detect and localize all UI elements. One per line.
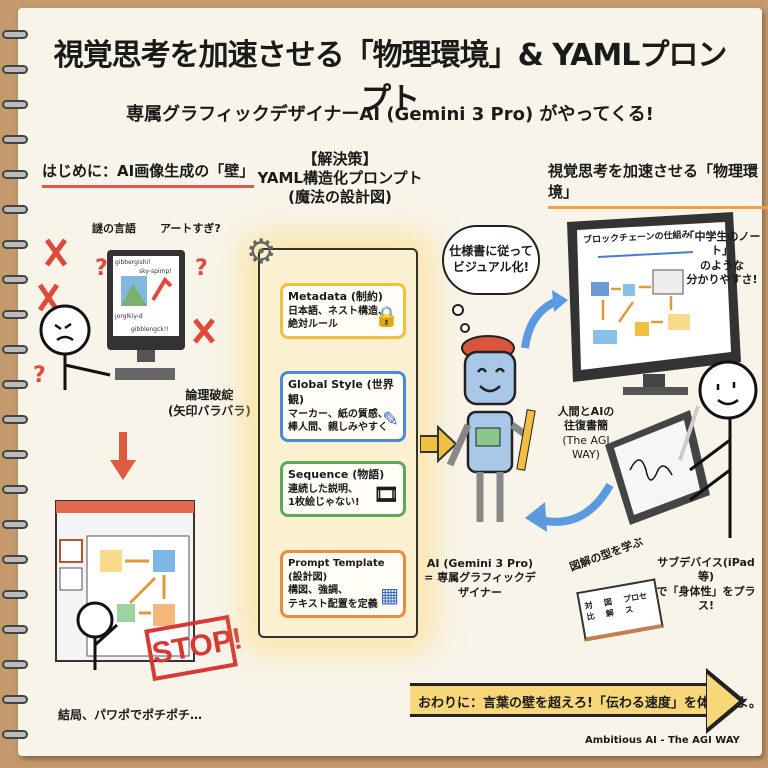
person-with-tablet-illustration bbox=[605, 360, 758, 538]
box-line: 連続した説明、 bbox=[288, 483, 358, 495]
curved-arrow-back-icon bbox=[525, 482, 614, 532]
book-word: 図解 bbox=[603, 597, 615, 619]
heading-yaml: YAML構造化プロンプト bbox=[257, 168, 423, 187]
book-word: 対比 bbox=[584, 600, 596, 622]
device-line-1: サブデバイス(iPad等) bbox=[657, 556, 755, 584]
slide-software-window bbox=[55, 500, 195, 670]
svg-text:?: ? bbox=[95, 256, 108, 281]
note-label: 「中学生のノート」 のような 分かりやすさ! bbox=[680, 230, 764, 287]
gibberish-2: sky-spimp! bbox=[139, 268, 172, 275]
box-sequence: Sequence (物語) 連続した説明、 1枚絵じゃない! 🎞 bbox=[280, 461, 406, 517]
x-mark-icon bbox=[37, 238, 215, 344]
box-line: 日本語、ネスト構造、 bbox=[288, 305, 388, 317]
left-caption: 結局、パワポでポチポチ… bbox=[58, 708, 203, 722]
label-mystery-language: 謎の言語 bbox=[92, 222, 136, 235]
yaml-scroll: Metadata (制約) 日本語、ネスト構造、 絶対ルール 🔒 Global … bbox=[258, 248, 418, 638]
conclusion-arrow: おわりに：言葉の壁を超えろ!「伝わる速度」を体感せよ。 bbox=[410, 683, 762, 717]
pencil-icon bbox=[516, 409, 536, 471]
box-line: 構図、強調、 bbox=[288, 585, 348, 596]
center-heading: 【解決策】 YAML構造化プロンプト (魔法の設計図) bbox=[255, 150, 425, 206]
right-heading: 視覚思考を加速させる「物理環境」 bbox=[548, 160, 768, 209]
keyboard-icon bbox=[115, 368, 175, 380]
box-global-style: Global Style (世界観) マーカー、紙の質感、 棒人間、親しみやすく… bbox=[280, 371, 406, 442]
gibberish-3: jorglkiy-d bbox=[114, 313, 143, 320]
stylus-icon bbox=[678, 405, 700, 461]
heading-blueprint: (魔法の設計図) bbox=[288, 187, 392, 206]
device-label: サブデバイス(iPad等) で「身体性」をプラス! bbox=[650, 556, 762, 613]
thought-line-1: 仕様書に従って bbox=[449, 244, 533, 258]
logic-line-2: (矢印バラバラ) bbox=[168, 403, 251, 418]
gear-icon: ⚙ bbox=[246, 232, 277, 272]
down-arrow-icon bbox=[110, 432, 136, 480]
svg-text:?: ? bbox=[33, 363, 46, 388]
question-mark-icon: ??? bbox=[33, 256, 208, 388]
pen-icon: ✎ bbox=[382, 406, 399, 431]
main-title: 視覚思考を加速させる「物理環境」& YAMLプロンプト bbox=[53, 38, 728, 117]
curved-arrow-up-icon bbox=[521, 290, 568, 349]
ai-line-2: = 専属グラフィックデザイナー bbox=[424, 571, 536, 599]
box-metadata: Metadata (制約) 日本語、ネスト構造、 絶対ルール 🔒 bbox=[280, 283, 406, 339]
subtitle: 専属グラフィックデザイナーAI (Gemini 3 Pro) がやってくる! bbox=[126, 104, 654, 125]
ai-line-1: AI (Gemini 3 Pro) bbox=[426, 557, 534, 570]
label-too-artsy: アートすぎ? bbox=[160, 222, 221, 235]
lock-icon: 🔒 bbox=[374, 303, 399, 328]
box-line: テキスト配置を定義 bbox=[288, 598, 378, 610]
credit: Ambitious AI - The AGI WAY bbox=[585, 735, 740, 746]
heading-solution: 【解決策】 bbox=[302, 150, 378, 168]
film-icon: 🎞 bbox=[373, 481, 399, 506]
thought-line-2: ビジュアル化! bbox=[452, 259, 530, 274]
box-line: 1枚絵じゃない! bbox=[288, 497, 360, 509]
label-logic-breakdown: 論理破綻 (矢印バラバラ) bbox=[168, 388, 251, 419]
box-title: Prompt Template (設計図) bbox=[288, 558, 385, 583]
exchange-line-2: 往復書簡 bbox=[564, 419, 608, 433]
left-heading: はじめに：AI画像生成の「壁」 bbox=[42, 160, 255, 188]
exchange-line-1: 人間とAIの bbox=[557, 405, 615, 418]
box-title: Global Style (世界観) bbox=[288, 378, 394, 406]
box-title: Sequence (物語) bbox=[288, 468, 385, 481]
exchange-label: 人間とAIの 往復書簡 (The AGI WAY) bbox=[556, 405, 616, 462]
right-arrow-icon bbox=[420, 425, 458, 463]
logic-line-1: 論理破綻 bbox=[185, 388, 234, 402]
svg-text:?: ? bbox=[195, 256, 208, 281]
gibberish-4: gibblengck!! bbox=[131, 326, 169, 333]
note-line-1: 「中学生のノート」 bbox=[683, 230, 761, 258]
gibberish-1: gibbergishi! bbox=[115, 259, 151, 266]
note-line-3: 分かりやすさ! bbox=[686, 272, 758, 286]
confused-user-illustration: ??? gibbergishi! sky-spimp! jorglkiy-d g… bbox=[33, 238, 215, 390]
robot-designer-illustration bbox=[446, 304, 536, 522]
stick-figure-head bbox=[76, 601, 114, 639]
box-line: 棒人間、親しみやすく bbox=[288, 422, 388, 434]
blueprint-icon: ▦ bbox=[380, 583, 399, 607]
box-line: マーカー、紙の質感、 bbox=[288, 408, 388, 420]
note-line-2: のような bbox=[700, 258, 744, 272]
thought-bubble: 仕様書に従って ビジュアル化! bbox=[442, 225, 540, 295]
box-title: Metadata (制約) bbox=[288, 290, 383, 303]
monitor-illustration bbox=[567, 212, 741, 395]
box-line: 絶対ルール bbox=[288, 319, 338, 331]
stick-figure-head bbox=[39, 304, 91, 356]
exchange-line-3: (The AGI WAY) bbox=[562, 433, 610, 461]
ai-label: AI (Gemini 3 Pro) = 専属グラフィックデザイナー bbox=[420, 557, 540, 600]
arrow-head-fill bbox=[707, 674, 739, 728]
device-line-2: で「身体性」をプラス! bbox=[656, 584, 756, 612]
box-prompt-template: Prompt Template (設計図) 構図、強調、 テキスト配置を定義 ▦ bbox=[280, 550, 406, 618]
